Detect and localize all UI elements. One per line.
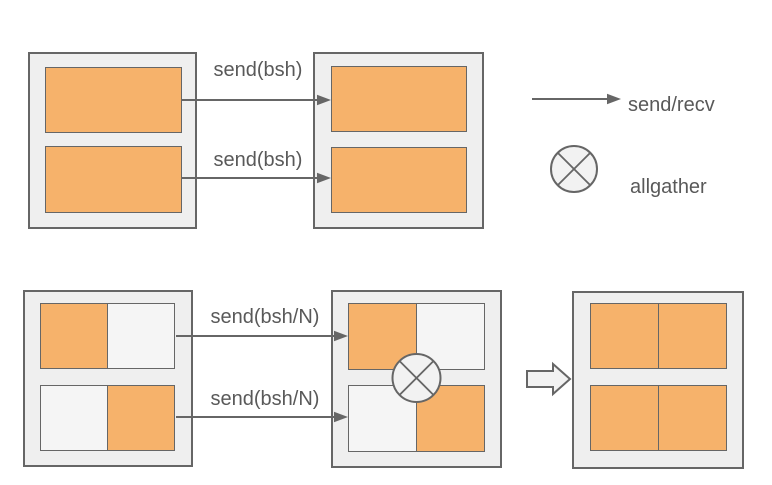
tensor-full-received-2	[331, 147, 467, 213]
shard-present-cell	[41, 304, 107, 368]
gathered-tensor-row-2	[590, 385, 727, 451]
send-arrow-icon	[182, 94, 331, 106]
send-bsh-n-label-2: send(bsh/N)	[210, 388, 320, 410]
legend-allgather-icon	[550, 145, 598, 193]
shard-missing-cell	[41, 386, 107, 450]
bottom-dest-device-box	[331, 290, 502, 468]
sharded-tensor-row-2	[40, 385, 175, 451]
shard-missing-cell	[349, 386, 416, 451]
shard-present-cell	[658, 386, 726, 450]
sharded-tensor-row-1	[40, 303, 175, 369]
shard-present-cell	[591, 386, 658, 450]
shard-present-cell	[107, 386, 174, 450]
legend-allgather-label: allgather	[630, 176, 707, 198]
tensor-full-1	[45, 67, 182, 133]
legend-send-recv-label: send/recv	[628, 94, 715, 116]
send-bsh-label-2: send(bsh)	[213, 149, 303, 171]
send-arrow-icon	[176, 411, 348, 423]
sharded-tensor-received-row-1	[348, 303, 485, 370]
result-block-arrow-icon	[526, 361, 572, 397]
sharded-tensor-received-row-2	[348, 385, 485, 452]
send-arrow-icon	[176, 330, 348, 342]
legend-send-recv-arrow-icon	[532, 93, 621, 105]
shard-present-cell	[591, 304, 658, 368]
shard-missing-cell	[107, 304, 174, 368]
gathered-tensor-row-1	[590, 303, 727, 369]
shard-present-cell	[349, 304, 416, 369]
send-arrow-icon	[182, 172, 331, 184]
shard-missing-cell	[416, 304, 484, 369]
tensor-full-2	[45, 146, 182, 213]
top-dest-device-box	[313, 52, 484, 229]
bottom-result-device-box	[572, 291, 744, 469]
tensor-full-received-1	[331, 66, 467, 132]
shard-present-cell	[416, 386, 484, 451]
send-bsh-label-1: send(bsh)	[213, 59, 303, 81]
shard-present-cell	[658, 304, 726, 368]
bottom-source-device-box	[23, 290, 193, 467]
send-bsh-n-label-1: send(bsh/N)	[210, 306, 320, 328]
top-source-device-box	[28, 52, 197, 229]
